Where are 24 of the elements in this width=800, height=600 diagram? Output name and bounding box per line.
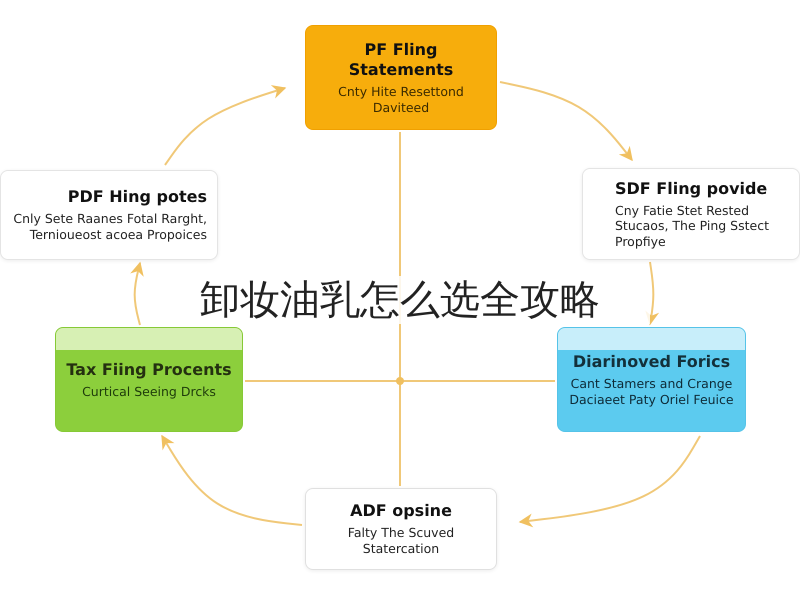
curved-arrow [164, 85, 286, 166]
box-description: Cnty Hite Resettond Daviteed [337, 84, 465, 116]
curved-arrow [130, 262, 144, 326]
process-box [305, 488, 497, 570]
box-description: Cny Fatie Stet Rested Stucaos, The Ping Sstect Propfiye [615, 202, 770, 250]
box-description: Cnly Sete Raanes Fotal Rarght, Ternioueost acoea Propoices [12, 211, 207, 243]
connector-line [245, 380, 555, 382]
process-box [557, 327, 746, 432]
box-heading: PDF Hing potes [66, 187, 207, 208]
curved-arrow [518, 436, 701, 528]
box-heading: Tax Fiing Procents [66, 360, 232, 380]
process-box [305, 25, 497, 130]
process-box [0, 170, 218, 260]
box-description: Cant Stamers and Crange Daciaeet Paty Oriel Feuice [568, 376, 735, 408]
process-box [582, 168, 800, 260]
curved-arrow [161, 434, 302, 526]
box-heading: PF Fling Statements [348, 40, 454, 80]
box-heading: Diarinoved Forics [572, 352, 732, 372]
curved-arrow [500, 81, 633, 162]
box-description: Curtical Seeing Drcks [81, 384, 217, 400]
box-heading: SDF Fling povide [615, 178, 768, 199]
box-description: Falty The Scuved Statercation [346, 525, 456, 557]
process-box [55, 327, 243, 432]
box-heading: ADF opsine [349, 501, 453, 522]
